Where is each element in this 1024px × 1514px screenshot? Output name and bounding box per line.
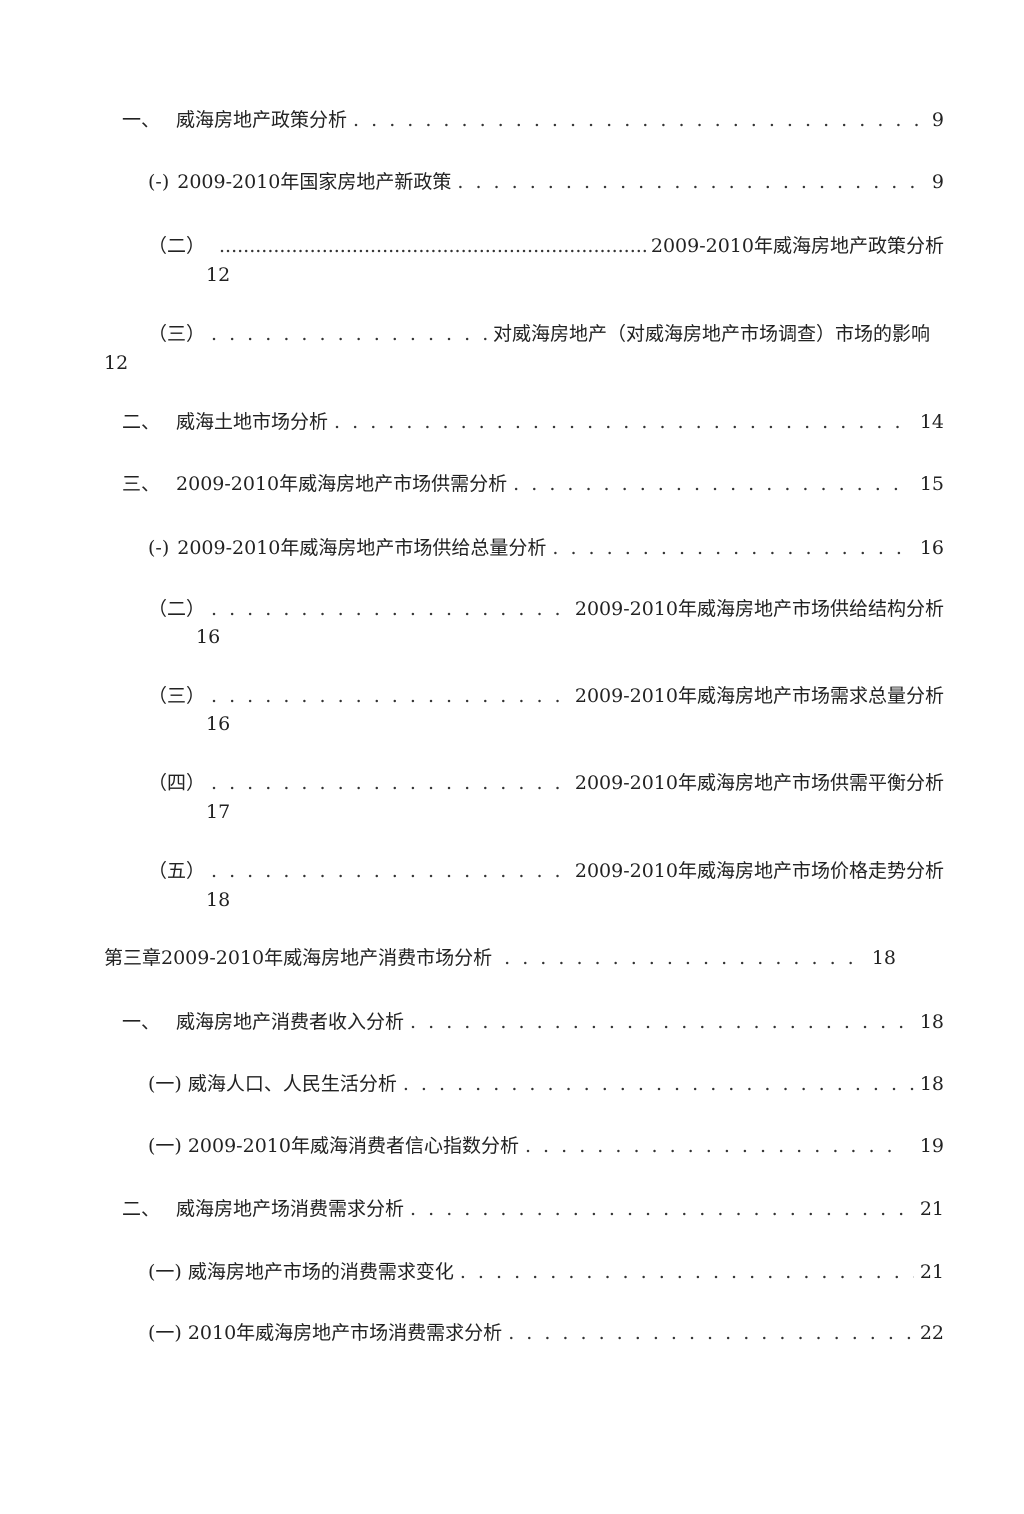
toc-page-number: 12 <box>206 264 231 286</box>
toc-prefix: （三） <box>148 323 206 345</box>
toc-title: 2009-2010年威海消费者信心指数分析 <box>187 1135 519 1157</box>
toc-leader-dots <box>403 1072 914 1096</box>
toc-page-number: 19 <box>919 1135 944 1157</box>
toc-page-number: 18 <box>871 947 896 969</box>
toc-prefix: 二、 <box>122 411 161 433</box>
toc-page-number: 16 <box>206 713 231 735</box>
toc-title: 2010年威海房地产市场消费需求分析 <box>187 1322 503 1344</box>
toc-entry[interactable]: 二、 威海房地产场消费需求分析 21 <box>122 1197 944 1221</box>
toc-leader-dots <box>513 472 902 496</box>
toc-title: 威海房地产场消费需求分析 <box>176 1198 405 1220</box>
toc-title: 2009-2010年威海房地产市场供需平衡分析 <box>574 772 944 794</box>
toc-prefix: (一) <box>148 1261 182 1283</box>
toc-prefix: （五） <box>148 860 206 882</box>
toc-title: 威海房地产政策分析 <box>176 109 348 131</box>
toc-entry[interactable]: （三） 对威海房地产（对威海房地产市场调查）市场的影响 <box>148 322 930 346</box>
toc-prefix: (一) <box>148 1322 182 1344</box>
toc-title: 威海人口、人民生活分析 <box>187 1073 397 1095</box>
toc-page-number: 9 <box>931 171 944 193</box>
toc-page-number: 15 <box>919 473 944 495</box>
toc-entry[interactable]: (一) 威海人口、人民生活分析 18 <box>148 1072 944 1096</box>
toc-title: 2009-2010年威海房地产政策分析 <box>650 235 944 257</box>
toc-page-number: 16 <box>196 626 221 648</box>
toc-prefix: 三、 <box>122 473 161 495</box>
toc-page-number: 16 <box>919 537 944 559</box>
toc-page-number: 22 <box>919 1322 944 1344</box>
toc-leader-dots <box>211 684 569 708</box>
toc-leader-dots <box>525 1134 902 1158</box>
toc-page-number: 21 <box>919 1198 944 1220</box>
toc-entry[interactable]: 一、 威海房地产消费者收入分析 18 <box>122 1010 944 1034</box>
toc-prefix: 一、 <box>122 109 161 131</box>
toc-entry[interactable]: （四） 2009-2010年威海房地产市场供需平衡分析 <box>148 771 944 795</box>
toc-title: 2009-2010年威海房地产市场供给总量分析 <box>177 537 547 559</box>
toc-title: 2009-2010年国家房地产新政策 <box>177 171 452 193</box>
toc-entry[interactable]: (一) 威海房地产市场的消费需求变化 21 <box>148 1260 944 1284</box>
toc-leader-dots <box>410 1010 914 1034</box>
toc-leader-dots <box>504 946 866 970</box>
toc-prefix: (一) <box>148 1135 182 1157</box>
toc-page-number: 18 <box>919 1011 944 1033</box>
toc-leader-dots <box>552 536 901 560</box>
toc-prefix: (一) <box>148 1073 182 1095</box>
toc-chapter-entry[interactable]: 第三章2009-2010年威海房地产消费市场分析 18 <box>104 946 896 970</box>
toc-title: 2009-2010年威海房地产市场价格走势分析 <box>574 860 944 882</box>
toc-leader-dots <box>211 597 569 621</box>
toc-page-number: 9 <box>931 109 944 131</box>
toc-entry[interactable]: (-) 2009-2010年威海房地产市场供给总量分析 16 <box>148 536 944 560</box>
toc-entry[interactable]: （二） 2009-2010年威海房地产政策分析 <box>148 234 944 258</box>
toc-leader-dots <box>219 234 649 258</box>
toc-entry[interactable]: 二、 威海土地市场分析 14 <box>122 410 944 434</box>
toc-leader-dots <box>508 1321 914 1345</box>
toc-entry[interactable]: 三、 2009-2010年威海房地产市场供需分析 15 <box>122 472 944 496</box>
toc-entry[interactable]: (一) 2010年威海房地产市场消费需求分析 22 <box>148 1321 944 1345</box>
toc-prefix: (-) <box>148 537 170 559</box>
toc-page-number: 17 <box>206 801 231 823</box>
toc-leader-dots <box>211 771 569 795</box>
toc-page-number: 12 <box>104 352 129 374</box>
toc-page-number: 18 <box>919 1073 944 1095</box>
toc-page-number: 14 <box>919 411 944 433</box>
toc-prefix: （二） <box>148 235 206 257</box>
toc-title: 对威海房地产（对威海房地产市场调查）市场的影响 <box>492 323 930 345</box>
toc-title: 威海房地产市场的消费需求变化 <box>187 1261 454 1283</box>
toc-title: 第三章2009-2010年威海房地产消费市场分析 <box>104 947 493 969</box>
toc-leader-dots <box>334 410 914 434</box>
toc-title: 2009-2010年威海房地产市场需求总量分析 <box>574 685 944 707</box>
toc-title: 威海房地产消费者收入分析 <box>176 1011 405 1033</box>
toc-page-number: 18 <box>206 889 231 911</box>
toc-entry[interactable]: (一) 2009-2010年威海消费者信心指数分析 19 <box>148 1134 944 1158</box>
toc-prefix: （三） <box>148 685 206 707</box>
toc-title: 威海土地市场分析 <box>176 411 329 433</box>
toc-prefix: 一、 <box>122 1011 161 1033</box>
toc-prefix: （二） <box>148 598 206 620</box>
toc-leader-dots <box>211 859 569 883</box>
toc-entry[interactable]: 一、 威海房地产政策分析 9 <box>122 108 944 132</box>
toc-leader-dots <box>353 108 926 132</box>
toc-leader-dots <box>410 1197 914 1221</box>
toc-title: 2009-2010年威海房地产市场供给结构分析 <box>574 598 944 620</box>
toc-entry[interactable]: （二） 2009-2010年威海房地产市场供给结构分析 <box>148 597 944 621</box>
toc-prefix: （四） <box>148 772 206 794</box>
toc-entry[interactable]: （五） 2009-2010年威海房地产市场价格走势分析 <box>148 859 944 883</box>
toc-leader-dots <box>460 1260 914 1284</box>
toc-leader-dots <box>211 322 487 346</box>
toc-entry[interactable]: （三） 2009-2010年威海房地产市场需求总量分析 <box>148 684 944 708</box>
toc-prefix: 二、 <box>122 1198 161 1220</box>
toc-entry[interactable]: (-) 2009-2010年国家房地产新政策 9 <box>148 170 944 194</box>
toc-title: 2009-2010年威海房地产市场供需分析 <box>176 473 508 495</box>
toc-prefix: (-) <box>148 171 170 193</box>
toc-page-number: 21 <box>919 1261 944 1283</box>
toc-leader-dots <box>457 170 914 194</box>
